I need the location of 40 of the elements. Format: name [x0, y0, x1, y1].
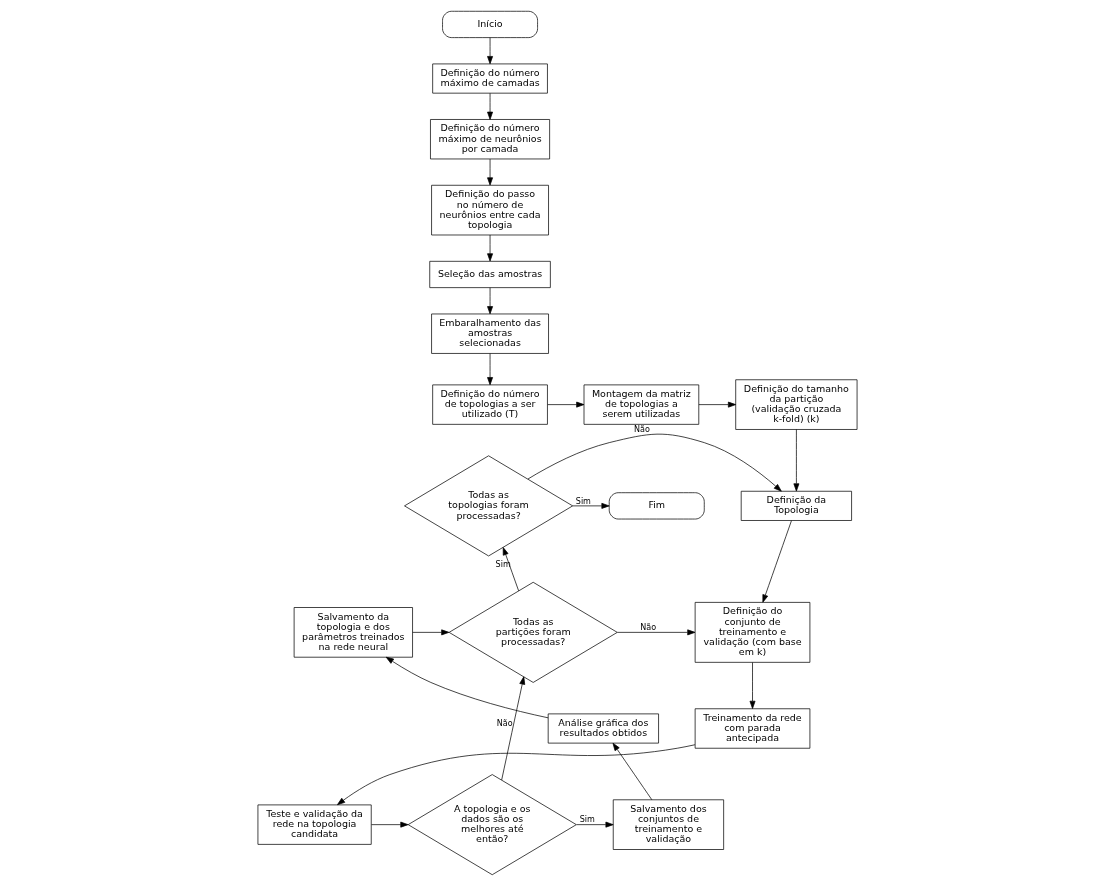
arrow — [371, 821, 409, 828]
node-box: Definição do conjunto de treinamento e validação (com base em k) — [694, 602, 811, 663]
arrow — [612, 742, 653, 801]
node-box: Definição do número máximo de camadas — [432, 63, 548, 94]
node-box: Salvamento da topologia e dos parâmetros treinados na rede neural — [293, 607, 413, 658]
node-box: Início — [442, 10, 538, 38]
node-box: Salvamento dos conjuntos de treinamento e validação — [612, 799, 724, 850]
arrow — [576, 821, 614, 828]
arrow — [502, 547, 519, 592]
node-box: Embaralhamento das amostras selecionadas — [431, 313, 549, 354]
arrow — [793, 429, 800, 492]
node-box: Definição do passo no número de neurônios entre cada topologia — [431, 184, 549, 236]
arrow — [412, 629, 450, 636]
arrow — [749, 662, 756, 709]
arrow — [572, 502, 610, 509]
arrow — [487, 287, 493, 315]
arrow — [762, 520, 792, 603]
node-box: Seleção das amostras — [429, 260, 551, 288]
arrow — [617, 629, 696, 636]
arrow — [487, 353, 493, 386]
node-box: Teste e validação da rede na topologia candidata — [257, 804, 372, 845]
arrow — [527, 433, 782, 492]
arrow — [487, 158, 493, 186]
arrow — [698, 401, 737, 408]
node-box: Definição do número de topologias a ser utilizado (T) — [432, 384, 548, 425]
node-box: Definição do número máximo de neurônios por camada — [430, 119, 550, 160]
node-box: Montagem da matriz de topologias a serem utilizadas — [583, 384, 700, 425]
node-box: Treinamento da rede com parada antecipada — [694, 708, 811, 749]
arrow — [547, 401, 585, 408]
arrow — [487, 92, 493, 120]
arrow — [487, 234, 493, 262]
node-box: Fim — [608, 492, 705, 520]
node-box: Análise gráfica dos resultados obtidos — [547, 713, 659, 744]
arrow — [501, 676, 526, 781]
node-diamond: A topologia e os dados são os melhores até então? — [407, 774, 577, 876]
node-box: Definição do tamanho da partição (validação cruzada k-fold) (k) — [735, 379, 858, 430]
arrow — [337, 744, 696, 806]
arrow — [487, 37, 493, 65]
node-box: Definição da Topologia — [740, 490, 852, 521]
arrow — [385, 656, 549, 719]
